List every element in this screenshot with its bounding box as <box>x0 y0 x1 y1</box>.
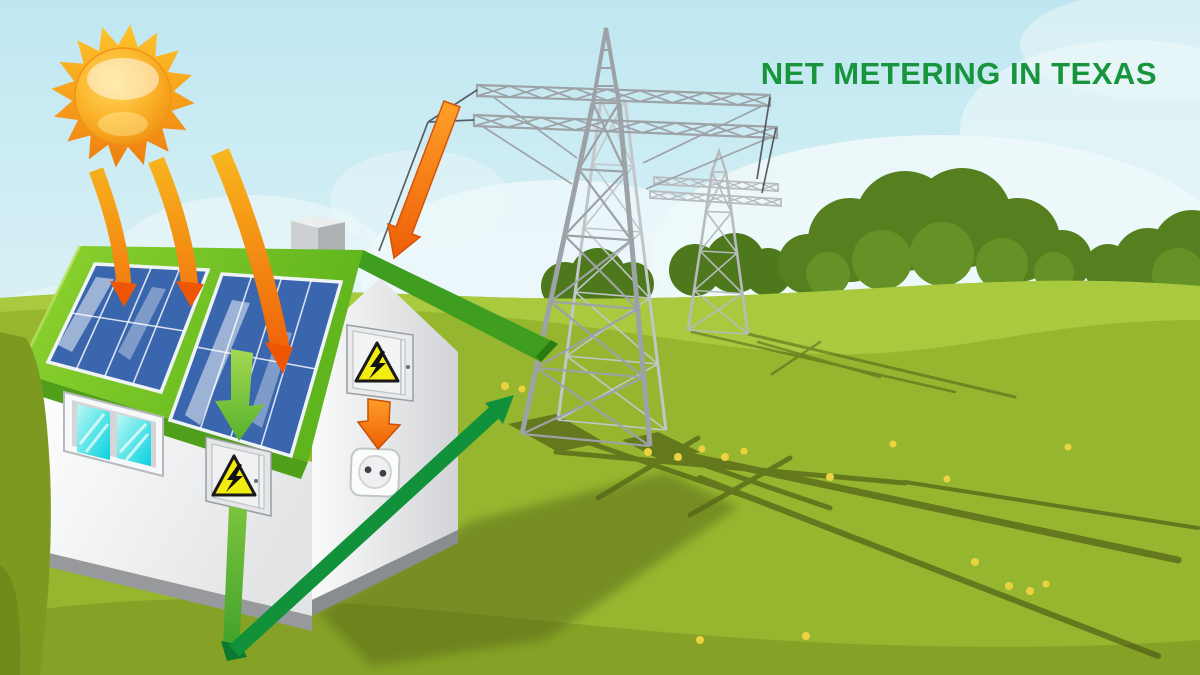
roof-back-edge <box>536 340 558 362</box>
bushes-far <box>541 233 792 310</box>
roof-back-slope <box>352 250 558 362</box>
orange-outlet-arrow <box>356 398 402 451</box>
house-base-side <box>312 530 458 616</box>
warning-triangle-sign <box>211 454 257 497</box>
sun-ray-arrows <box>88 148 293 374</box>
foreground-hill-left <box>0 332 51 675</box>
lightning-bolt-icon <box>226 463 243 492</box>
sun-icon <box>51 24 195 168</box>
electric-meter-box-front <box>205 436 272 517</box>
power-outlet <box>349 447 401 498</box>
panel-glare <box>58 277 292 428</box>
far-tower-shadow <box>690 330 1017 399</box>
main-tower-shadow <box>508 414 1200 659</box>
lightning-bolt-icon <box>369 350 386 379</box>
solar-panel-right <box>167 272 344 459</box>
window <box>63 390 164 478</box>
transmission-tower-main <box>472 27 779 448</box>
orange-grid-import-arrow <box>387 100 461 260</box>
electric-meter-box-side <box>346 324 414 402</box>
bushes-right <box>778 168 1200 300</box>
page-title: NET METERING IN TEXAS <box>761 56 1157 91</box>
green-export-arrow <box>215 349 265 441</box>
flowers <box>429 377 1072 644</box>
transmission-tower-far <box>649 147 782 335</box>
house-shadow <box>318 472 738 666</box>
warning-triangle-sign <box>354 341 400 383</box>
green-ground-feed-arrow <box>221 395 514 661</box>
house-base-front <box>36 550 312 631</box>
solar-panels <box>45 262 344 459</box>
